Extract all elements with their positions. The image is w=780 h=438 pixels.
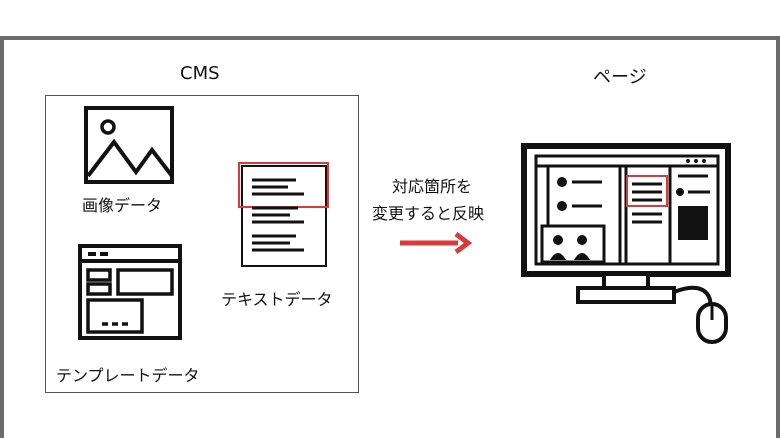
arrow-caption-line1: 対応箇所を: [392, 177, 473, 196]
template-data-label: テンプレートデータ: [56, 366, 200, 385]
computer-monitor-icon: [521, 143, 731, 344]
text-data-label: テキストデータ: [221, 290, 333, 309]
outer-frame: [0, 36, 780, 438]
cms-title: CMS: [180, 63, 220, 84]
image-icon: [84, 106, 174, 184]
page-title: ページ: [593, 67, 647, 88]
cms-box: [45, 95, 359, 393]
arrow-caption-line2: 変更すると反映: [372, 204, 485, 223]
image-data-label: 画像データ: [82, 196, 163, 215]
template-icon: [78, 244, 182, 340]
arrow-right-icon: [400, 232, 473, 254]
text-document-icon: [238, 162, 329, 267]
